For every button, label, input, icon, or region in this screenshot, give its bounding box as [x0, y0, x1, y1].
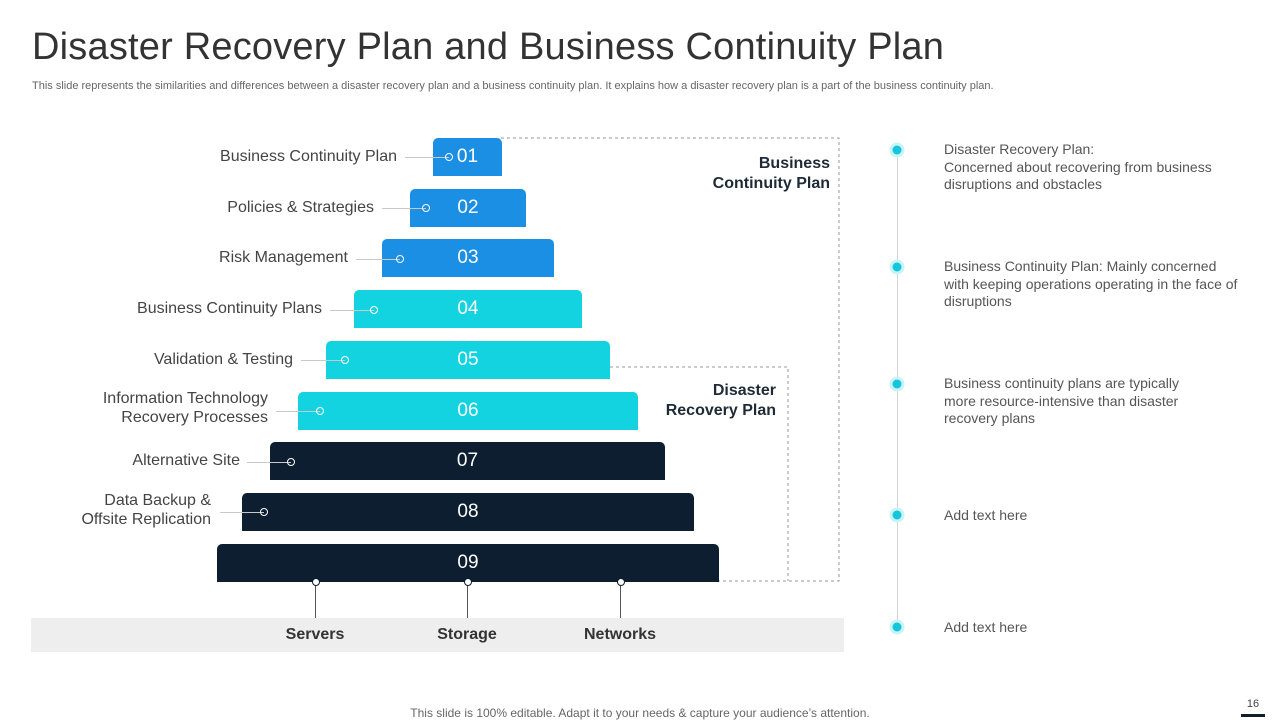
- connector-dot: [422, 204, 430, 212]
- pyramid-level-03: 03: [382, 239, 554, 277]
- bcp-bracket: [501, 137, 840, 582]
- level-number: 08: [457, 501, 479, 522]
- level-label: Business Continuity Plans: [137, 300, 322, 317]
- pyramid-level-08: 08: [242, 493, 694, 531]
- timeline-text: Business continuity plans are typically …: [944, 375, 1180, 426]
- leader-line: [356, 259, 400, 260]
- pyramid-level-06: 06: [298, 392, 638, 430]
- level-label: Data Backup & Offsite Replication: [81, 491, 211, 529]
- page-title: Disaster Recovery Plan and Business Cont…: [32, 26, 945, 68]
- level-number: 07: [456, 450, 479, 471]
- pyramid-level-07: 07: [270, 442, 665, 480]
- bracket-label-line: Recovery Plan: [665, 402, 776, 419]
- level-label: Policies & Strategies: [227, 199, 374, 216]
- timeline-dot: [892, 622, 902, 632]
- level-number: 05: [457, 349, 479, 370]
- drp-bracket: [610, 366, 789, 581]
- level-label-line: Recovery Processes: [121, 409, 268, 426]
- leader-line: [247, 462, 291, 463]
- leader-line: [301, 360, 345, 361]
- bracket-label-line: Business: [758, 155, 830, 172]
- level-label: Validation & Testing: [153, 351, 293, 368]
- level-label-line: Data Backup &: [104, 492, 211, 509]
- level-number: 04: [457, 298, 479, 319]
- connector-dot: [341, 356, 349, 364]
- timeline-line: [897, 150, 898, 628]
- connector-dot: [287, 458, 295, 466]
- timeline-text: Disaster Recovery Plan: Concerned about …: [944, 141, 1244, 194]
- level-label-line: Offsite Replication: [81, 511, 211, 528]
- level-number: 03: [457, 247, 479, 268]
- timeline-dot: [892, 510, 902, 520]
- level-label: Alternative Site: [132, 452, 240, 469]
- base-label-networks: Networks: [583, 626, 657, 643]
- stem-dot: [464, 578, 472, 586]
- bracket-label-line: Continuity Plan: [712, 175, 830, 192]
- leader-line: [330, 310, 374, 311]
- leader-line: [220, 512, 264, 513]
- page-number-underline: [1241, 714, 1265, 717]
- level-label-line: Information Technology: [102, 390, 268, 407]
- pyramid-level-04: 04: [354, 290, 582, 328]
- timeline-text: Add text here: [944, 507, 1028, 523]
- timeline-text-line: Disaster Recovery Plan:: [944, 141, 1095, 157]
- base-stem: [467, 582, 468, 618]
- pyramid-level-09: 09: [217, 544, 719, 582]
- timeline-text: Business Continuity Plan: Mainly concern…: [944, 258, 1238, 309]
- footer-note: This slide is 100% editable. Adapt it to…: [410, 706, 870, 720]
- level-number: 02: [457, 197, 479, 218]
- timeline-dot: [892, 379, 902, 389]
- connector-dot: [370, 306, 378, 314]
- base-label-servers: Servers: [285, 626, 345, 643]
- leader-line: [382, 208, 426, 209]
- pyramid-level-05: 05: [326, 341, 610, 379]
- timeline-text: Add text here: [944, 619, 1028, 635]
- level-number: 09: [457, 552, 479, 573]
- page-subtitle: This slide represents the similarities a…: [32, 80, 994, 92]
- level-number: 01: [456, 146, 479, 167]
- drp-bracket-label: Disaster Recovery Plan: [666, 381, 776, 421]
- connector-dot: [445, 153, 453, 161]
- level-label: Risk Management: [219, 249, 348, 266]
- leader-line: [276, 411, 320, 412]
- page-number: 16: [1246, 698, 1260, 710]
- connector-dot: [260, 508, 268, 516]
- stem-dot: [617, 578, 625, 586]
- infrastructure-base: [31, 618, 844, 652]
- base-label-storage: Storage: [437, 626, 497, 643]
- timeline-text-line: Concerned about recovering from business…: [944, 158, 1212, 193]
- timeline-dot: [892, 145, 902, 155]
- bracket-label-line: Disaster: [712, 382, 776, 399]
- level-label: Business Continuity Plan: [220, 148, 397, 165]
- level-number: 06: [457, 400, 479, 421]
- level-label: Information Technology Recovery Processe…: [103, 389, 268, 427]
- base-stem: [620, 582, 621, 618]
- connector-dot: [316, 407, 324, 415]
- base-stem: [315, 582, 316, 618]
- leader-line: [405, 157, 449, 158]
- timeline-dot: [892, 262, 902, 272]
- stem-dot: [312, 578, 320, 586]
- bcp-bracket-label: Business Continuity Plan: [713, 154, 830, 194]
- connector-dot: [396, 255, 404, 263]
